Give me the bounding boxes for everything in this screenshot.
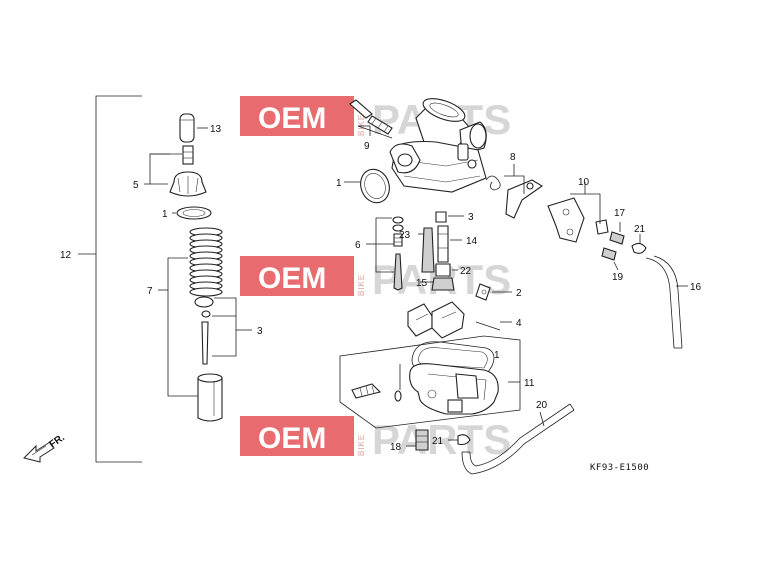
watermark-oem-text: OEM <box>258 262 326 295</box>
diagram-code: KF93-E1500 <box>590 463 649 473</box>
callout-21b: 21 <box>432 436 444 447</box>
float <box>407 301 465 339</box>
watermark-bike-text: BIKE <box>357 434 366 456</box>
callout-8: 8 <box>510 152 516 163</box>
front-direction-arrow: FR. <box>23 432 67 463</box>
callout-16: 16 <box>690 282 702 293</box>
part-21-hose-clip-lower: 21 <box>432 434 471 447</box>
part-4-float-pivot-pin: 4 <box>475 318 522 331</box>
air-screw-assembly <box>351 364 402 402</box>
carburetor-body: 9 <box>349 98 487 193</box>
part-21-hose-clip-upper: 21 <box>631 224 647 254</box>
callout-1a: 1 <box>162 209 168 220</box>
callout-2: 2 <box>516 288 522 299</box>
part-14-needle-jet-holder: 14 <box>437 225 478 263</box>
callout-4: 4 <box>516 318 522 329</box>
part-11-float-chamber-group: 11 <box>339 335 535 429</box>
watermark-parts-text: PARTS <box>372 416 511 463</box>
part-13-cap-tube: 13 <box>179 113 222 143</box>
callout-3b: 3 <box>468 212 474 223</box>
part-1-cap-gasket: 1 <box>162 206 212 220</box>
float-chamber-bowl <box>409 363 499 415</box>
callout-15: 15 <box>416 278 428 289</box>
callout-5: 5 <box>133 180 139 191</box>
callout-14: 14 <box>466 236 478 247</box>
part-19-screw: 19 <box>601 247 624 283</box>
part-3-jet-needle-set: 3 <box>194 296 263 365</box>
part-15-float-pin: 15 <box>416 277 455 291</box>
part-17-screw: 17 <box>609 208 626 245</box>
part-23-slow-jet: 23 <box>399 227 435 273</box>
callout-13: 13 <box>210 124 222 135</box>
callout-18: 18 <box>390 442 402 453</box>
watermark-top: OEM BIKE PARTS <box>240 96 511 143</box>
watermark-oem-badge <box>240 96 354 136</box>
throttle-valve <box>197 373 223 422</box>
spring-coil <box>189 287 223 297</box>
callout-22: 22 <box>460 266 472 277</box>
callout-1c: 1 <box>494 350 500 361</box>
part-18-drain-screw: 18 <box>390 429 429 453</box>
callout-11: 11 <box>524 378 535 389</box>
part-2-float-valve: 2 <box>475 283 522 301</box>
part-10-choke-lever: 10 <box>547 177 609 243</box>
callout-7: 7 <box>147 286 153 297</box>
watermark-bike-text: BIKE <box>357 274 366 296</box>
part-20-drain-tube: 20 <box>461 400 575 475</box>
callout-1b: 1 <box>336 178 342 189</box>
callout-9: 9 <box>364 141 370 152</box>
callout-20: 20 <box>536 400 548 411</box>
group-bracket-12: 12 <box>60 95 142 463</box>
part-1-o-ring: 1 <box>336 168 390 204</box>
watermark-bottom: OEM BIKE PARTS <box>240 416 511 463</box>
callout-19: 19 <box>612 272 624 283</box>
callout-23: 23 <box>399 230 411 241</box>
callout-17: 17 <box>614 208 626 219</box>
part-16-vent-hose: 16 <box>645 255 702 349</box>
part-5-top-cap: 5 <box>133 145 207 197</box>
part-7-spring: 7 <box>147 227 223 397</box>
callout-10: 10 <box>578 177 590 188</box>
callout-21a: 21 <box>634 224 646 235</box>
part-3-needle-jet: 3 <box>435 211 474 223</box>
watermark-oem-text: OEM <box>258 102 326 135</box>
callout-3a: 3 <box>257 326 263 337</box>
watermark-oem-text: OEM <box>258 422 326 455</box>
callout-6: 6 <box>355 240 361 251</box>
callout-12: 12 <box>60 250 72 261</box>
part-6-pilot-screw-set: 6 <box>355 216 404 291</box>
part-8-choke-linkage: 8 <box>485 152 544 219</box>
part-22-main-jet: 22 <box>435 263 472 277</box>
watermark-oem-badge <box>240 256 354 296</box>
watermark-middle: OEM BIKE PARTS <box>240 256 511 303</box>
watermark-bike-text: BIKE <box>357 114 366 136</box>
watermark-oem-badge <box>240 416 354 456</box>
